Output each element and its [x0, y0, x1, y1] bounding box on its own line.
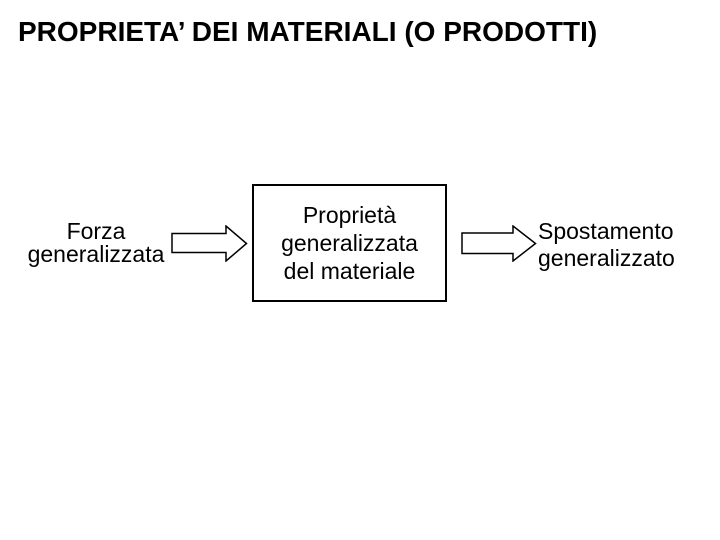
- block-arrow-right-icon: [171, 225, 248, 262]
- process-box-line3: del materiale: [283, 258, 416, 284]
- input-label: Forza generalizzata: [16, 220, 176, 266]
- output-label-line2: generalizzato: [538, 245, 675, 271]
- process-box: Proprietà generalizzata del materiale: [252, 184, 447, 302]
- slide-title: PROPRIETA’ DEI MATERIALI (O PRODOTTI): [18, 16, 598, 47]
- process-box-line2: generalizzata: [281, 230, 418, 256]
- block-arrow-right-icon: [461, 225, 537, 262]
- process-box-line1: Proprietà: [302, 202, 397, 228]
- input-label-line2: generalizzata: [27, 241, 165, 267]
- input-label-line1: Forza: [66, 218, 126, 244]
- output-label: Spostamento generalizzato: [538, 218, 708, 272]
- output-label-line1: Spostamento: [538, 218, 674, 244]
